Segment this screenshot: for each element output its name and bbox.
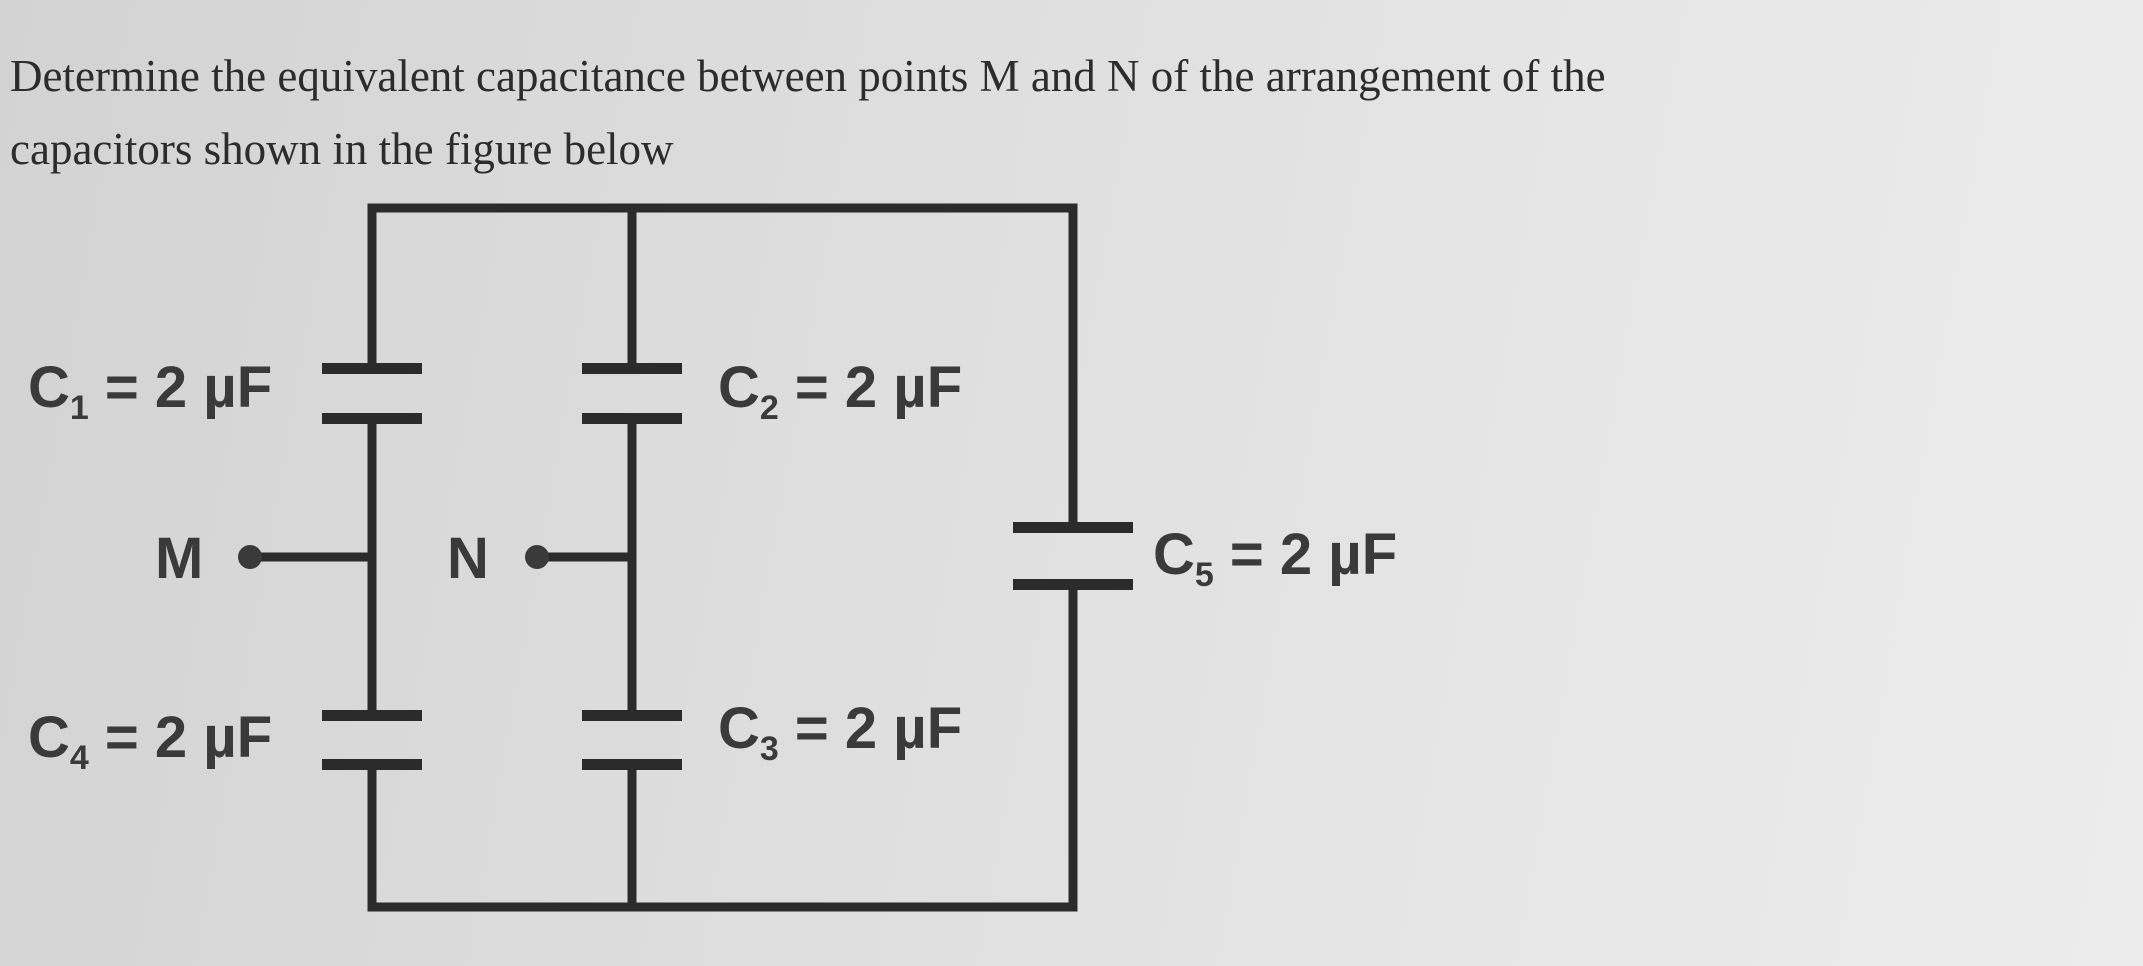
capacitor-c2-label: C2 = 2 µF: [718, 355, 962, 427]
capacitor-c2-symbol: [582, 363, 682, 424]
question-line-1: Determine the equivalent capacitance bet…: [10, 51, 1606, 101]
capacitor-c4-label: C4 = 2 µF: [28, 705, 272, 777]
capacitor-c5-symbol: [1013, 522, 1133, 590]
wire-bottom-right: [367, 585, 1078, 912]
capacitor-c1-label: C1 = 2 µF: [28, 355, 272, 427]
capacitor-c1-symbol: [322, 363, 422, 424]
terminal-m-dot: [238, 545, 262, 569]
terminal-n-label: N: [447, 526, 489, 591]
terminal-n-dot: [525, 545, 549, 569]
capacitor-c3-symbol: [582, 710, 682, 770]
capacitor-c3-label: C3 = 2 µF: [718, 696, 962, 768]
question-line-2: capacitors shown in the figure below: [10, 124, 674, 174]
wire-top-right: [367, 203, 1078, 527]
circuit-wires: [257, 203, 1078, 912]
capacitor-c5-label: C5 = 2 µF: [1153, 522, 1397, 594]
capacitor-c4-symbol: [322, 710, 422, 770]
terminal-m-label: M: [155, 526, 203, 591]
question-text: Determine the equivalent capacitance bet…: [10, 40, 2010, 186]
